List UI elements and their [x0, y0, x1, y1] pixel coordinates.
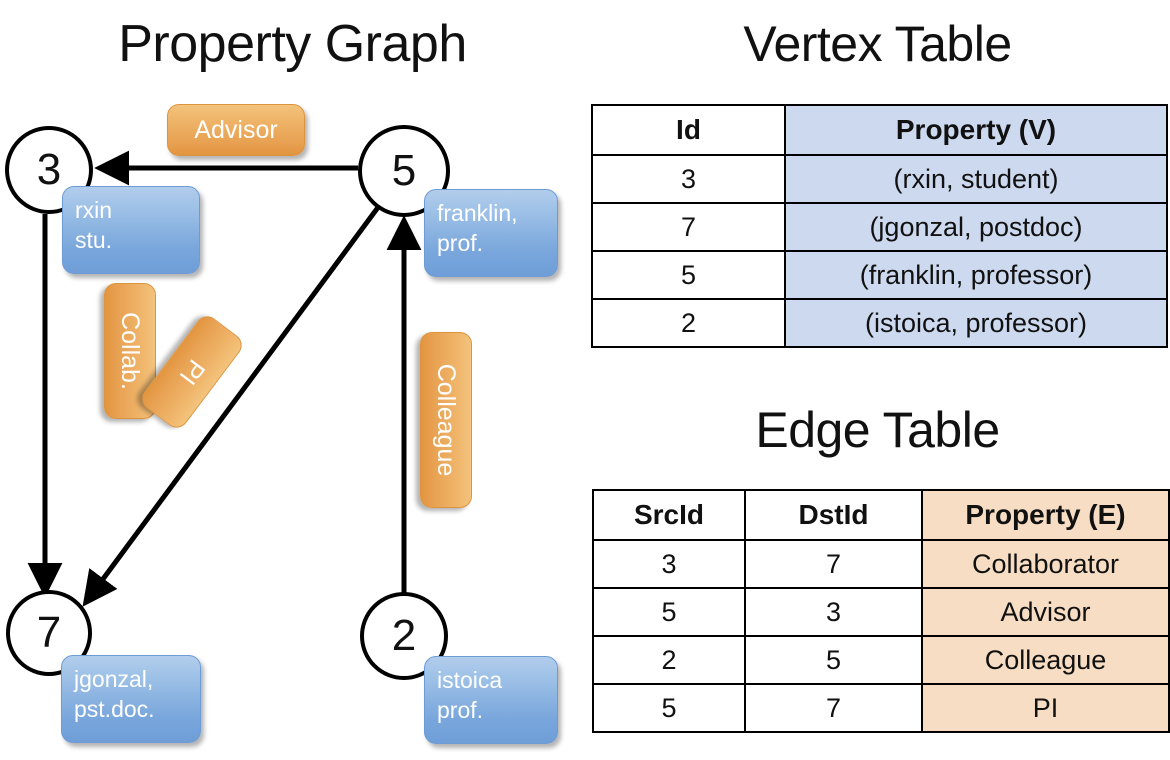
cell-srcid: 5 [592, 587, 746, 637]
cell-property: (franklin, professor) [784, 250, 1168, 300]
edge-5-to-7-pi [82, 204, 382, 607]
cell-srcid: 5 [592, 683, 746, 733]
cell-property: Colleague [921, 635, 1170, 685]
graph-node-2[interactable]: 2 [360, 592, 448, 680]
edge-label-colleague-text: Colleague [432, 363, 461, 477]
edge-label-pi-text: PI [174, 354, 211, 391]
cell-dstid: 3 [744, 587, 923, 637]
cell-property: Collaborator [921, 539, 1170, 589]
graph-node-3-label: 3 [36, 145, 62, 194]
table-row: 3 7 Collaborator [592, 539, 1170, 589]
page-title-property-graph: Property Graph [118, 15, 467, 73]
cell-srcid: 3 [592, 539, 746, 589]
node-property-line: prof. [437, 697, 484, 723]
table-header-row: Id Property (V) [591, 104, 1168, 156]
edge-table: SrcId DstId Property (E) 3 7 Collaborato… [592, 489, 1170, 733]
edge-label-advisor[interactable]: Advisor [167, 104, 305, 156]
graph-node-7-label: 7 [36, 608, 62, 657]
cell-property: (istoica, professor) [784, 298, 1168, 348]
cell-dstid: 7 [744, 683, 923, 733]
column-header-id: Id [591, 104, 786, 156]
graph-node-5-label: 5 [391, 146, 417, 195]
node-property-box-rxin[interactable]: rxin stu. [62, 186, 200, 274]
graph-edges-layer [27, 150, 422, 608]
property-graph-diagram: 3 5 7 2 rxin stu. franklin, prof. jgonza… [5, 104, 558, 744]
table-header-row: SrcId DstId Property (E) [592, 489, 1170, 541]
edge-label-advisor-text: Advisor [194, 115, 278, 144]
graph-node-5[interactable]: 5 [358, 125, 450, 217]
page-title-edge-table: Edge Table [755, 402, 1000, 458]
node-property-line: pst.doc. [74, 696, 155, 722]
column-header-property-v: Property (V) [784, 104, 1168, 156]
table-row: 5 (franklin, professor) [591, 250, 1168, 300]
node-property-line: rxin [75, 197, 113, 223]
edge-label-colleague[interactable]: Colleague [420, 332, 472, 508]
table-row: 5 3 Advisor [592, 587, 1170, 637]
cell-property: (rxin, student) [784, 154, 1168, 204]
table-row: 2 (istoica, professor) [591, 298, 1168, 348]
cell-dstid: 7 [744, 539, 923, 589]
cell-id: 5 [591, 250, 786, 300]
page-title-vertex-table: Vertex Table [743, 16, 1012, 72]
node-property-line: istoica [437, 667, 503, 693]
node-property-line: prof. [437, 230, 484, 256]
cell-id: 3 [591, 154, 786, 204]
edge-label-collab-text: Collab. [116, 312, 145, 390]
node-property-box-franklin[interactable]: franklin, prof. [424, 189, 558, 277]
cell-id: 7 [591, 202, 786, 252]
node-property-box-istoica[interactable]: istoica prof. [424, 656, 558, 744]
table-row: 7 (jgonzal, postdoc) [591, 202, 1168, 252]
vertex-table: Id Property (V) 3 (rxin, student) 7 (jgo… [591, 104, 1168, 348]
column-header-srcid: SrcId [592, 489, 746, 541]
table-row: 3 (rxin, student) [591, 154, 1168, 204]
cell-dstid: 5 [744, 635, 923, 685]
cell-property: (jgonzal, postdoc) [784, 202, 1168, 252]
node-property-line: stu. [75, 227, 113, 253]
cell-property: PI [921, 683, 1170, 733]
column-header-property-e: Property (E) [921, 489, 1170, 541]
cell-id: 2 [591, 298, 786, 348]
cell-property: Advisor [921, 587, 1170, 637]
graph-node-2-label: 2 [391, 611, 417, 660]
node-property-box-jgonzal[interactable]: jgonzal, pst.doc. [61, 655, 201, 743]
column-header-dstid: DstId [744, 489, 923, 541]
table-row: 2 5 Colleague [592, 635, 1170, 685]
cell-srcid: 2 [592, 635, 746, 685]
node-property-line: jgonzal, [74, 666, 154, 692]
node-property-line: franklin, [437, 200, 518, 226]
table-row: 5 7 PI [592, 683, 1170, 733]
